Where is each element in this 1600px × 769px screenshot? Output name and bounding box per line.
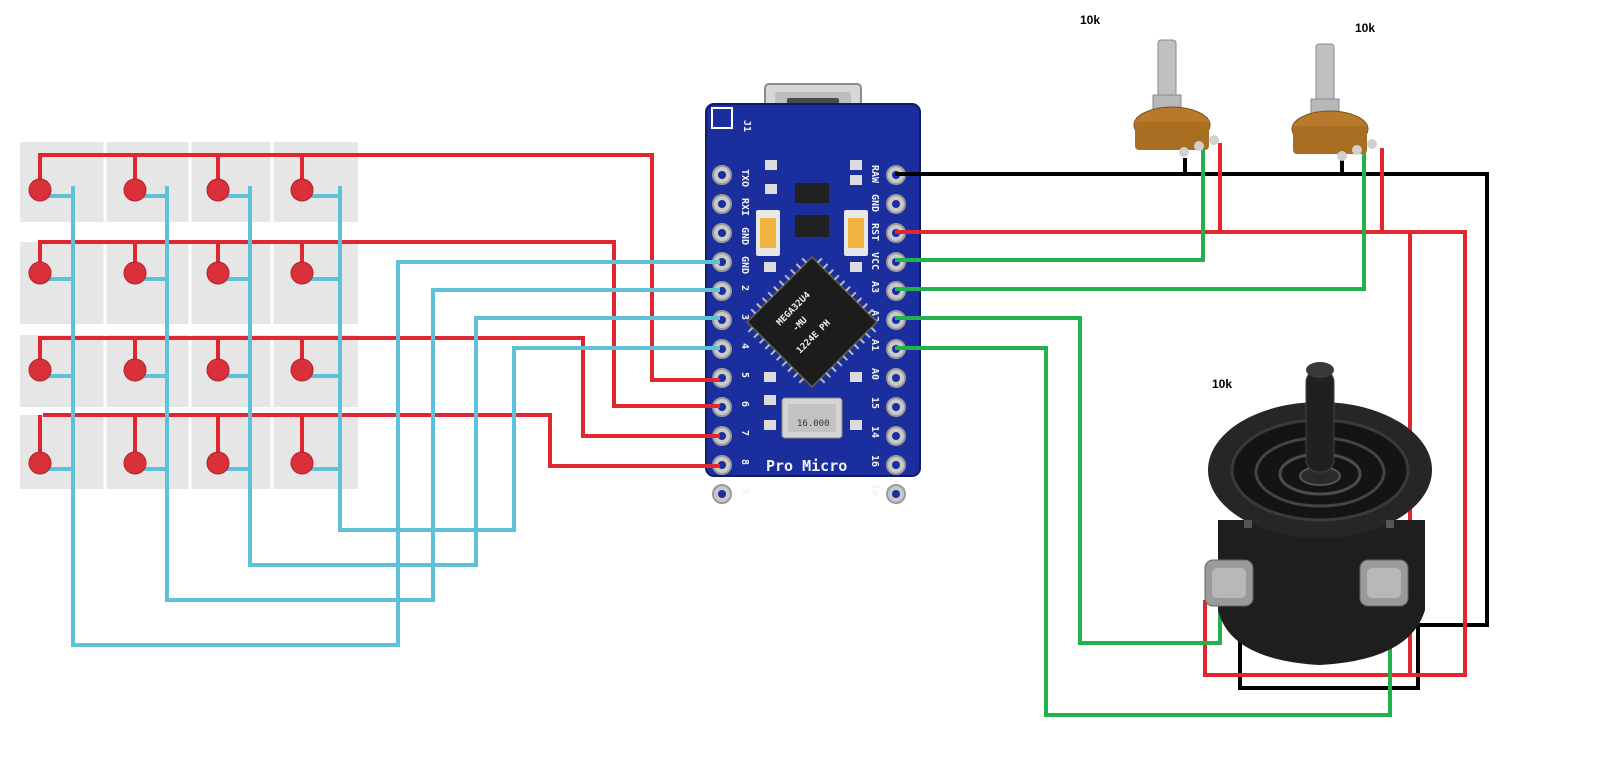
- keypad-button-r3-c2: [123, 338, 167, 382]
- potentiometer-1-value-label: 10k: [1080, 13, 1100, 27]
- board-name-label: Pro Micro: [766, 457, 847, 475]
- joystick-stick: [1305, 369, 1335, 473]
- left-pin-header: TXO RXI GND GND 2 3 4 5 6 7 8 9: [712, 165, 750, 504]
- pin-label-left-10: 7: [739, 430, 750, 436]
- pin-label-left-3: GND: [739, 227, 750, 245]
- keypad-button-r3-c3: [206, 338, 250, 382]
- keypad-button-r3-c1: [28, 338, 73, 382]
- pin-hole: [718, 490, 726, 498]
- pin-label-left-6: 3: [739, 314, 750, 320]
- pin-label-left-11: 8: [739, 459, 750, 465]
- crystal-label: 16.000: [797, 419, 830, 429]
- pin-label-right-1: RAW: [869, 165, 880, 184]
- pin-hole: [718, 200, 726, 208]
- pin-label-right-6: A2: [869, 310, 880, 322]
- keypad-buttons: [28, 155, 340, 475]
- pin-label-left-5: 2: [739, 285, 750, 291]
- potentiometer-2-value-label: 10k: [1355, 21, 1375, 35]
- keypad-button-r1-c1: [28, 155, 73, 202]
- keypad-button-r1-c4: [290, 155, 340, 202]
- keypad-button-r4-c3: [206, 415, 250, 475]
- keypad-button-r2-c2: [123, 242, 167, 285]
- keypad-button-r2-c3: [206, 242, 250, 285]
- crystal-oscillator: 16.000: [781, 397, 843, 439]
- joystick-value-label: 10k: [1212, 377, 1232, 391]
- keypad-button-r2-c4: [290, 242, 340, 285]
- pin-label-left-2: RXI: [739, 198, 750, 216]
- keypad-column-wires: [71, 186, 720, 647]
- pin-label-right-3: RST: [869, 223, 880, 241]
- potentiometer-2: [1291, 43, 1377, 161]
- atmega32u4-chip: MEGA32U4 -MU 1224E PH: [745, 255, 879, 389]
- keypad-column-separators: [103, 142, 274, 489]
- pin-label-left-1: TXO: [739, 169, 750, 187]
- keypad-button-r3-c4: [290, 338, 340, 382]
- pin-label-right-5: A3: [869, 281, 880, 293]
- pin-hole: [718, 229, 726, 237]
- pin-label-right-7: A1: [869, 339, 880, 351]
- potentiometer-1: [1133, 39, 1219, 157]
- keypad-button-r4-c1: [28, 415, 73, 475]
- pin-hole: [892, 490, 900, 498]
- pro-micro-board: J1 TXO RXI GND GND 2 3 4 5 6 7 8 9 RAW GND RST VCC A3A2…: [705, 83, 921, 504]
- pin-label-right-12: 10: [869, 484, 880, 496]
- keypad-button-r4-c2: [123, 415, 167, 475]
- pin-hole: [892, 374, 900, 382]
- keypad-button-r2-c1: [28, 242, 73, 285]
- pin-hole: [892, 403, 900, 411]
- pin-label-left-8: 5: [739, 372, 750, 378]
- joystick-module: [1204, 362, 1432, 665]
- pin-label-right-11: 16: [869, 455, 880, 467]
- pin-hole: [892, 200, 900, 208]
- pin-label-right-10: 14: [869, 426, 880, 438]
- joystick-pot-right: [1359, 559, 1409, 607]
- smd-components: [756, 160, 868, 430]
- keypad-button-r1-c3: [206, 155, 250, 202]
- keypad-button-r1-c2: [123, 155, 167, 202]
- pin-label-right-4: VCC: [869, 252, 880, 270]
- pin-label-right-2: GND: [869, 194, 880, 212]
- signal-wires: [895, 150, 1392, 717]
- pin-label-right-8: A0: [869, 368, 880, 380]
- pin-label-left-7: 4: [739, 343, 750, 349]
- pin-hole: [718, 171, 726, 179]
- joystick-pot-left: [1204, 559, 1254, 607]
- pin-label-left-9: 6: [739, 401, 750, 407]
- pin-label-left-4: GND: [739, 256, 750, 274]
- pin-label-right-9: 15: [869, 397, 880, 409]
- keypad-button-r4-c4: [290, 415, 340, 475]
- pin-hole: [892, 432, 900, 440]
- board-j1-label: J1: [741, 120, 752, 132]
- pin-hole: [892, 461, 900, 469]
- pin-label-left-12: 9: [739, 488, 750, 494]
